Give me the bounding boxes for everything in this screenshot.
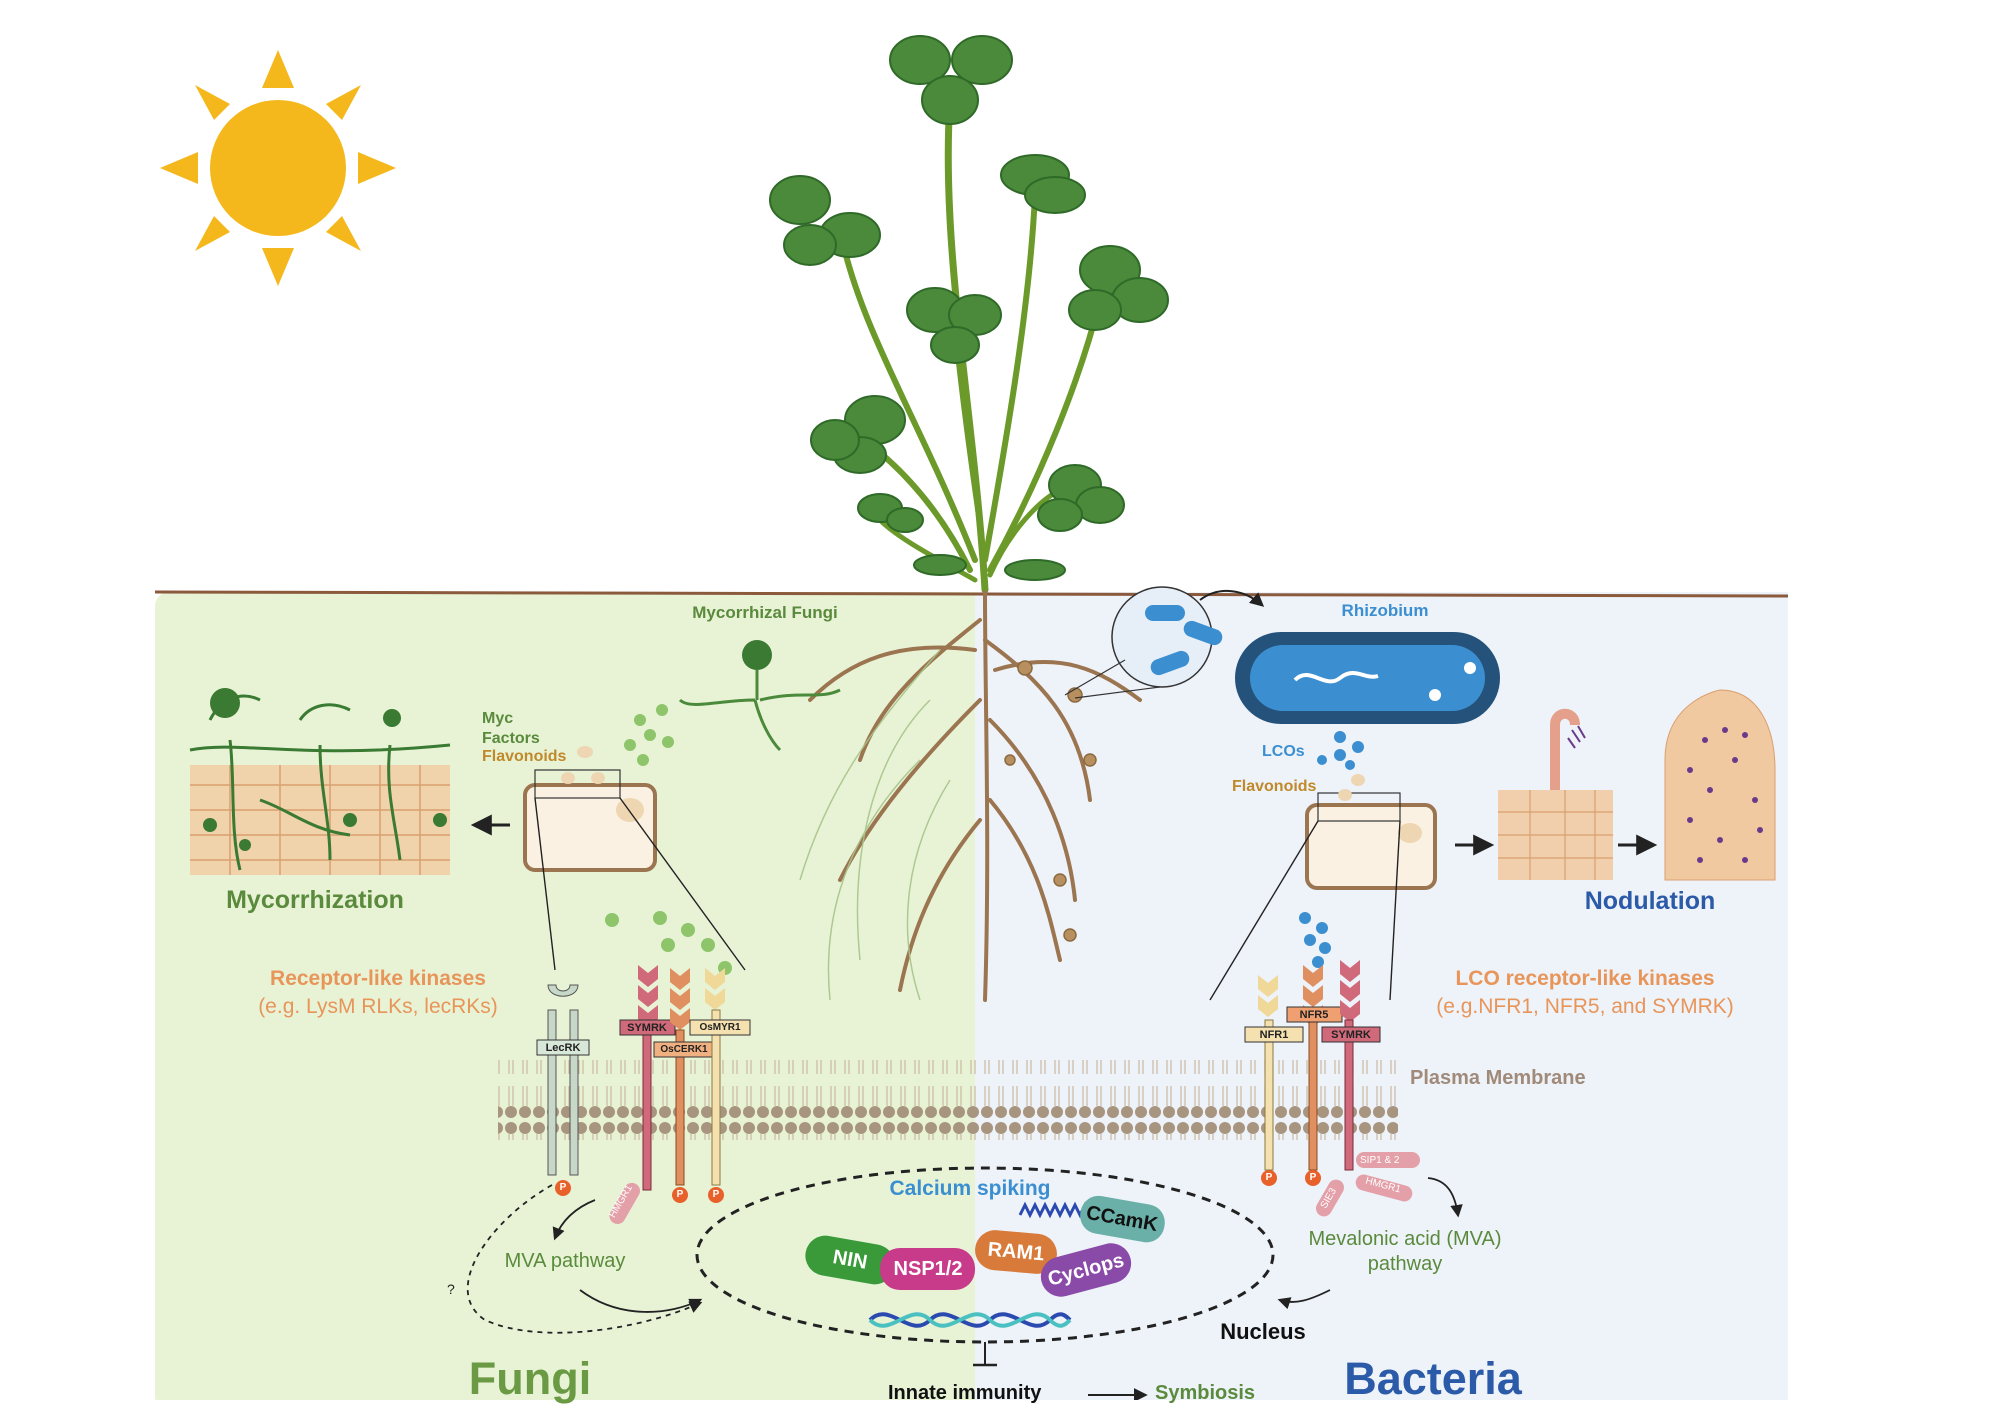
label-symrk-left: SYMRK [627,1022,667,1034]
label-lecrk: LecRK [545,1042,581,1054]
label-symrk-right: SYMRK [1331,1029,1371,1041]
label-myc: Myc [482,710,514,727]
label-lco-title: LCO receptor-like kinases [1455,967,1715,990]
label-rlk-sub: (e.g. LysM RLKs, lecRKs) [258,995,498,1018]
label-p-oscerk1: P [676,1189,684,1200]
receptor-nfr5 [1286,965,1343,1186]
cyclops-box [1040,1243,1132,1297]
label-plasma-membrane: Plasma Membrane [1410,1067,1586,1089]
label-flavonoids-right: Flavonoids [1232,778,1317,795]
label-innate-immunity: Innate immunity [888,1382,1042,1404]
label-mevalonic-1: Mevalonic acid (MVA) [1308,1228,1502,1250]
label-p-lecrk: P [559,1182,567,1193]
label-factors: Factors [482,730,540,747]
label-p-nfr1: P [1265,1172,1273,1183]
clover-leaves [769,35,1169,581]
sun-icon [160,50,396,286]
fungus-spore [678,640,841,752]
label-calcium-spiking: Calcium spiking [889,1177,1051,1200]
root-cell-right [1209,774,1437,1001]
receptor-symrk-right [1316,960,1420,1217]
label-mva-pathway: MVA pathway [504,1250,626,1272]
receptor-oscerk1 [653,968,715,1203]
inhibition-line [973,1342,997,1367]
nodule [1664,689,1776,881]
nsp-box [880,1248,975,1290]
dna-icon [868,1312,1072,1328]
root-cell-left [523,746,746,971]
label-rhizobium: Rhizobium [1341,601,1429,620]
label-nfr1: NFR1 [1259,1029,1289,1041]
label-lcos: LCOs [1262,743,1305,760]
ccamk-spring [1018,1201,1092,1219]
lco-dots [1299,731,1364,968]
arrow-mva-to-nucleus-right [1277,1289,1331,1310]
label-symbiosis: Symbiosis [1155,1382,1256,1404]
dashed-feedback [466,1184,703,1334]
receptor-lecrk [536,984,590,1196]
receptor-symrk-left [609,965,676,1224]
ram1-box [975,1230,1057,1274]
label-mycorrhization: Mycorrhization [226,886,404,914]
arrow-symrk-to-mva [1427,1177,1463,1218]
label-nucleus: Nucleus [1220,1319,1306,1344]
label-lco-sub: (e.g.NFR1, NFR5, and SYMRK) [1436,995,1734,1018]
label-sip1-2: SIP1 & 2 [1360,1155,1400,1166]
label-nfr5: NFR5 [1299,1009,1329,1021]
label-fungi: Fungi [468,1353,592,1404]
plasma-membrane [498,1060,1398,1140]
label-p-nfr5: P [1309,1172,1317,1183]
label-nsp12: NSP1/2 [893,1258,963,1280]
receptor-nfr1 [1244,975,1304,1186]
receptor-osmyr1 [689,968,751,1203]
myc-factor-dots [605,704,732,975]
ccamk-box [1080,1195,1165,1243]
label-p-osmyr1: P [712,1189,720,1200]
soil-line [154,590,1789,598]
mycorrhization-tissue [189,688,451,875]
label-flavonoids-left: Flavonoids [482,748,567,765]
label-mycorrhizal-fungi: Mycorrhizal Fungi [692,603,838,622]
rhizobium-zoom [1064,586,1500,724]
arrow-hmgr-to-mva [552,1199,596,1241]
infection-tissue [1498,708,1613,880]
nucleus-envelope [695,1166,1275,1344]
label-question: ? [447,1281,455,1297]
label-osmyr1: OsMYR1 [699,1022,741,1033]
label-bacteria: Bacteria [1344,1353,1522,1404]
label-mevalonic-2: pathway [1367,1253,1443,1275]
nin-box [805,1235,895,1285]
label-rlk-title: Receptor-like kinases [270,967,486,990]
label-nodulation: Nodulation [1584,887,1716,915]
label-oscerk1: OsCERK1 [660,1044,708,1055]
fungal-hyphae-roots [799,649,951,1001]
